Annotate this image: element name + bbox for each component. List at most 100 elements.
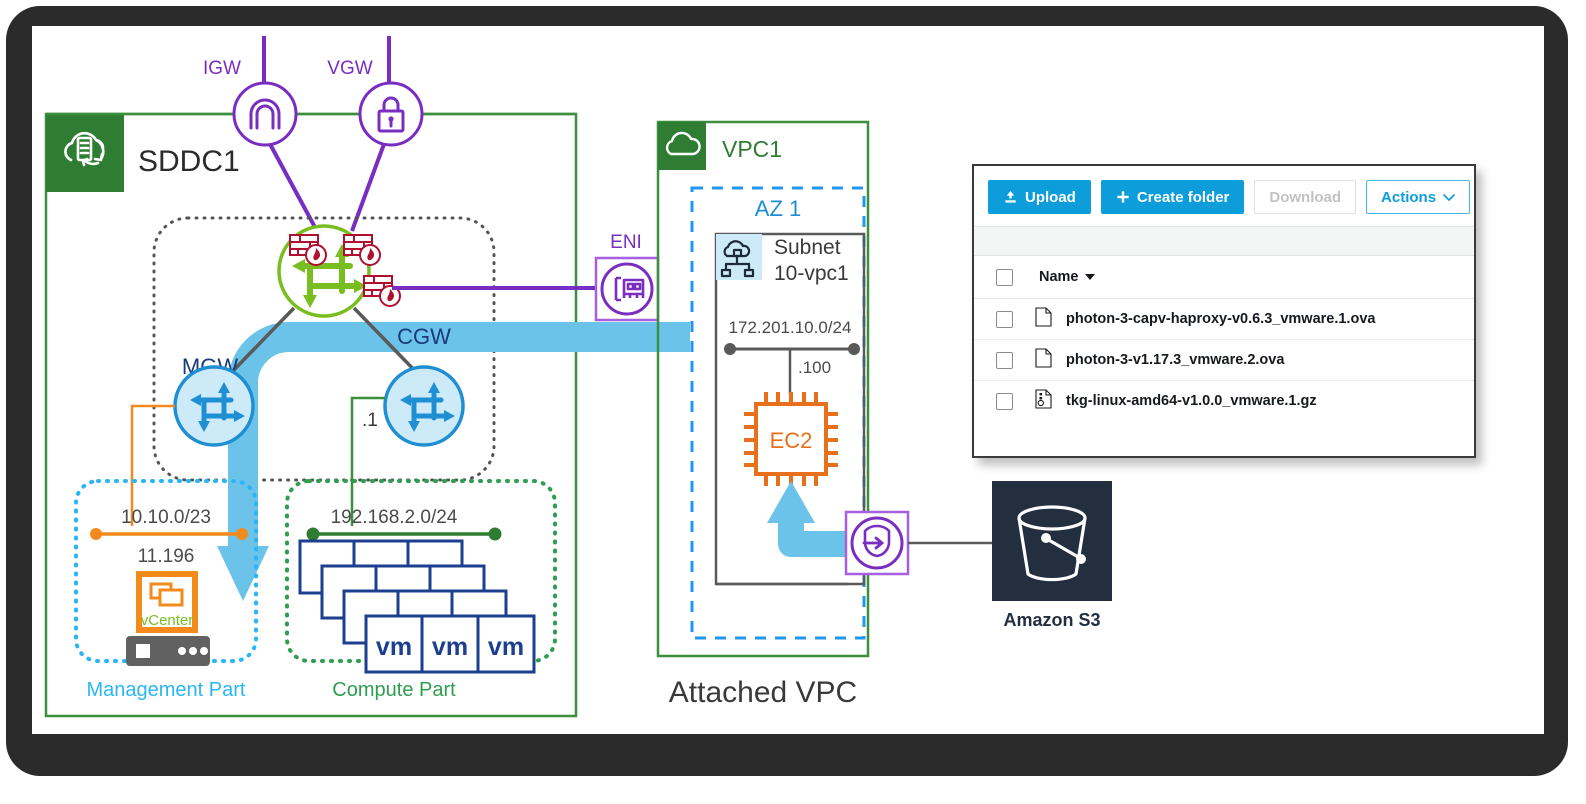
vcenter-glyph-front bbox=[158, 588, 184, 607]
cgw-router-arrows bbox=[405, 387, 450, 427]
vgw-label: VGW bbox=[327, 58, 372, 79]
ec2-label: EC2 bbox=[770, 428, 813, 453]
column-header-name[interactable]: Name bbox=[1039, 269, 1095, 285]
esxi-host-led bbox=[136, 644, 150, 658]
firewall-icon-vgw bbox=[343, 234, 381, 266]
actions-button-label: Actions bbox=[1381, 188, 1437, 206]
subnet-cidr: 172.201.10.0/24 bbox=[729, 318, 852, 337]
attached-vpc-caption: Attached VPC bbox=[669, 676, 857, 709]
mgw-to-mgmt-link bbox=[130, 404, 175, 526]
file-icon bbox=[1035, 306, 1052, 332]
traffic-flow-arrowhead bbox=[217, 546, 269, 601]
architecture-diagram: SDDC1 IGW VGW bbox=[44, 36, 1112, 718]
eni-label: ENI bbox=[610, 232, 642, 253]
vpc-container bbox=[656, 120, 870, 658]
file-name: photon-3-capv-haproxy-v0.6.3_vmware.1.ov… bbox=[1066, 311, 1376, 327]
subnet-endpoint-left bbox=[724, 343, 736, 355]
s3-to-ec2-arrowhead bbox=[767, 481, 815, 523]
management-cidr: 10.10.0/23 bbox=[121, 507, 211, 528]
vgw-icon bbox=[358, 81, 424, 147]
actions-dropdown-button[interactable]: Actions bbox=[1366, 180, 1471, 214]
ec2-host-suffix: .100 bbox=[798, 358, 831, 377]
vcenter-label: vCenter bbox=[141, 612, 194, 629]
plus-icon bbox=[1116, 190, 1130, 204]
amazon-s3-caption: Amazon S3 bbox=[1003, 610, 1100, 630]
vm-stack-layer-4: vm vm vm bbox=[364, 614, 536, 674]
cgw-to-compute-link bbox=[350, 396, 385, 526]
s3-table-header: Name bbox=[974, 256, 1474, 299]
s3-filter-bar bbox=[974, 226, 1474, 256]
archive-file-icon bbox=[1035, 388, 1052, 414]
vpc-title: VPC1 bbox=[722, 136, 782, 162]
s3-toolbar: Upload Create folder Download Actions bbox=[974, 166, 1474, 226]
mgw-router-arrowheads bbox=[190, 382, 245, 432]
table-row[interactable]: photon-3-v1.17.3_vmware.2.ova bbox=[974, 340, 1474, 381]
nsx-to-mgw-edge bbox=[226, 306, 296, 378]
s3-bucket-glyph bbox=[1017, 505, 1087, 582]
management-part-label: Management Part bbox=[87, 679, 246, 701]
vpc-endpoint-shield-glyph bbox=[863, 524, 891, 558]
vm-stack: vm vm vm bbox=[298, 539, 536, 674]
upload-icon bbox=[1003, 190, 1018, 205]
vm-label-3: vm bbox=[488, 633, 524, 661]
cgw-icon bbox=[383, 365, 465, 447]
subnet-name-line1: Subnet bbox=[774, 236, 841, 259]
esxi-host-dot-1 bbox=[178, 647, 186, 655]
igw-to-nsx-edge bbox=[268, 143, 319, 232]
compute-subnet-endpoint-right bbox=[488, 527, 502, 541]
firewall-icon-igw bbox=[289, 234, 327, 266]
vpc-endpoint-ring bbox=[850, 516, 904, 570]
compute-cidr: 192.168.2.0/24 bbox=[331, 507, 458, 528]
management-subnet-endpoint-left bbox=[90, 528, 102, 540]
cgw-host-suffix: .1 bbox=[362, 410, 378, 431]
s3-to-ec2-flow bbox=[778, 516, 848, 557]
esxi-host-icon bbox=[126, 636, 210, 666]
esxi-host-dot-3 bbox=[200, 647, 208, 655]
compute-part-label: Compute Part bbox=[332, 679, 456, 701]
sddc-title: SDDC1 bbox=[138, 145, 240, 178]
table-row[interactable]: tkg-linux-amd64-v1.0.0_vmware.1.gz bbox=[974, 381, 1474, 421]
az-label: AZ 1 bbox=[755, 196, 801, 221]
vgw-to-nsx-edge bbox=[350, 143, 386, 232]
chevron-down-icon bbox=[1443, 193, 1455, 202]
vpc-endpoint-arrow-glyph bbox=[862, 536, 885, 550]
row-checkbox[interactable] bbox=[996, 310, 1013, 328]
cgw-router-arrowheads bbox=[400, 382, 455, 432]
sddc-icon bbox=[64, 131, 105, 167]
igw-label: IGW bbox=[203, 58, 241, 79]
file-icon bbox=[1035, 347, 1052, 373]
vm-label-2: vm bbox=[432, 633, 468, 661]
upload-button[interactable]: Upload bbox=[988, 180, 1091, 214]
select-all-checkbox[interactable] bbox=[996, 268, 1013, 286]
az-boundary bbox=[690, 186, 866, 640]
s3-console-panel: Upload Create folder Download Actions bbox=[972, 164, 1476, 458]
eni-nic-glyph bbox=[614, 276, 645, 302]
file-name: tkg-linux-amd64-v1.0.0_vmware.1.gz bbox=[1066, 393, 1317, 409]
igw-icon bbox=[232, 81, 298, 147]
cgw-label: CGW bbox=[397, 324, 451, 349]
nsx-to-cgw-edge bbox=[352, 306, 422, 378]
igw-gateway-glyph bbox=[249, 98, 281, 130]
esxi-host-dot-2 bbox=[189, 647, 197, 655]
subnet-icon bbox=[720, 240, 755, 278]
subnet-name-line2: 10-vpc1 bbox=[774, 262, 849, 285]
mgw-icon bbox=[173, 365, 255, 447]
vgw-lock-glyph bbox=[377, 96, 405, 133]
firewall-icon-eni bbox=[363, 275, 401, 307]
create-folder-button[interactable]: Create folder bbox=[1100, 180, 1245, 214]
mgw-router-arrows bbox=[195, 387, 240, 427]
vpc-cloud-icon bbox=[665, 131, 701, 156]
create-folder-button-label: Create folder bbox=[1136, 188, 1230, 206]
subnet-endpoint-right bbox=[848, 343, 860, 355]
download-button: Download bbox=[1254, 180, 1357, 214]
file-name: photon-3-v1.17.3_vmware.2.ova bbox=[1066, 352, 1285, 368]
row-checkbox[interactable] bbox=[996, 392, 1013, 410]
column-header-name-label: Name bbox=[1039, 269, 1079, 285]
table-row[interactable]: photon-3-capv-haproxy-v0.6.3_vmware.1.ov… bbox=[974, 299, 1474, 340]
vcenter-icon bbox=[136, 571, 198, 633]
sort-descending-icon bbox=[1084, 274, 1095, 280]
row-checkbox[interactable] bbox=[996, 351, 1013, 369]
nsx-domain-boundary bbox=[152, 216, 496, 482]
management-host: 11.196 bbox=[138, 546, 195, 567]
